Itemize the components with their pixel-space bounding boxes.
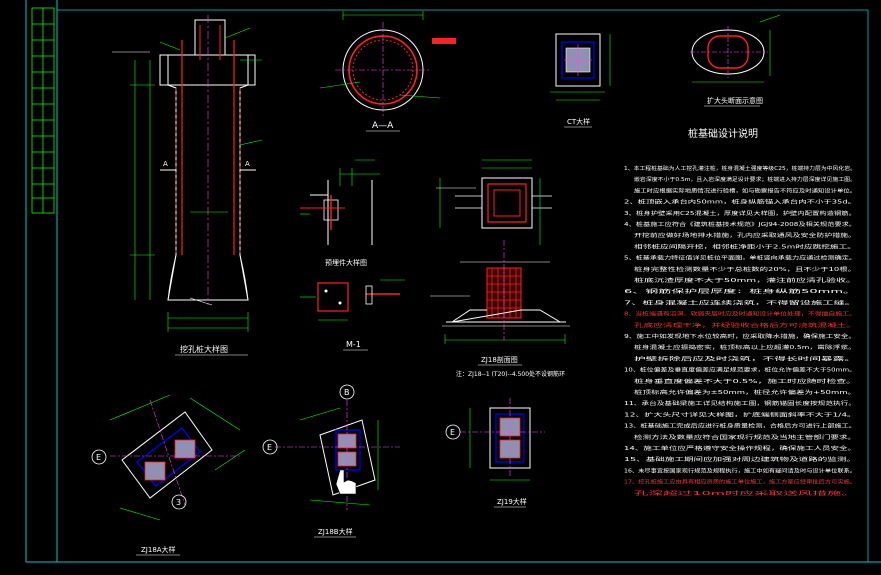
- zj18a-drawing: [91, 394, 246, 521]
- note-line: 孔深超过10m时应采取送风措施。: [634, 489, 856, 497]
- note-line: 相邻桩应间隔开挖，相邻桩净距小于2.5m时应跳挖施工。: [634, 242, 856, 250]
- anchor-detail-drawing: [300, 159, 380, 245]
- anchor-detail-title: 预埋件大样图: [325, 258, 367, 267]
- note-line: 桩身混凝土应振捣密实，桩顶标高以上应超灌0.5m，凿除浮浆。: [634, 343, 856, 351]
- note-line: 1、本工程桩基础为人工挖孔灌注桩，桩身混凝土强度等级C25，桩端持力层为中风化岩…: [624, 164, 856, 172]
- zj19-title: ZJ19大样: [497, 497, 527, 506]
- note-line: 9、施工中如发现地下水位较高时，应采取降水措施，确保施工安全。: [624, 332, 856, 340]
- title-block-table: [31, 7, 55, 214]
- axis-label-e1: E: [96, 453, 101, 462]
- pile-elevation-detail: [112, 15, 263, 332]
- ct-detail-drawing: [550, 33, 611, 101]
- note-line: 5、桩基承载力特征值详见桩位平面图，单桩竖向承载力应通过检测确定。: [624, 254, 856, 262]
- note-line: 桩底沉渣厚度不大于50mm，灌注前应清孔验收。: [634, 276, 856, 284]
- zj18-section-drawing: [430, 159, 570, 344]
- note-line: 7、桩身混凝土应连续浇筑，不得留设施工缝。: [624, 298, 856, 306]
- note-line: 桩顶标高允许偏差为±50mm，桩径允许偏差为+50mm。: [634, 388, 856, 396]
- note-line: 桩身完整性检测数量不少于总桩数的20%，且不少于10根。: [634, 265, 856, 273]
- note-line: 4、桩基施工应符合《建筑桩基技术规范》JGJ94-2008及相关规范要求。: [624, 220, 856, 228]
- note-line: 11、承台及基础梁施工详见结构施工图，钢筋锚固长度按规范执行。: [624, 399, 856, 407]
- axis-label-e2: E: [267, 443, 272, 452]
- section-marker-a-left: A: [163, 160, 168, 168]
- note-line: 10、桩位偏差及垂直度偏差应满足规范要求，桩位允许偏差不大于50mm。: [624, 366, 856, 374]
- zj19-drawing: [445, 398, 545, 481]
- pile-detail-title: 挖孔桩大样图: [180, 344, 228, 354]
- note-line: 17、挖孔桩施工应由具有相应资质的施工单位施工，施工方案应经审批后方可实施。: [624, 478, 856, 486]
- note-line: 6、钢筋保护层厚度：桩身纵筋50mm。: [624, 287, 856, 295]
- note-line: 2、桩顶嵌入承台内50mm，桩身纵筋锚入承台内不小于35d。: [624, 198, 856, 206]
- ct-detail-title: CT大样: [567, 117, 590, 126]
- note-line: 施工时应根据实际地质情况进行验槽，如与勘察报告不符应及时通知设计单位。: [634, 186, 856, 194]
- m1-detail-title: M-1: [346, 340, 361, 349]
- notes-heading: 桩基础设计说明: [688, 127, 758, 140]
- note-line: 15、基础施工期间应加强对周边建筑物及道路的监测。: [624, 455, 856, 463]
- axis-label-b: B: [344, 388, 350, 397]
- note-line: 12、扩大头尺寸详见大样图，扩底端侧面斜率不大于1/4。: [624, 410, 856, 418]
- zj18-section-note: 注：ZJ18--1 (T20)--4.500处不设钢筋环: [456, 370, 565, 378]
- section-aa-title: A—A: [372, 121, 394, 131]
- zj18a-title: ZJ18A大样: [141, 545, 176, 554]
- note-line: 检测方法及数量应符合国家现行规范及当地主管部门要求。: [634, 433, 856, 441]
- note-line: 护壁拆除后应及时浇筑，不得长时间暴露。: [634, 354, 856, 362]
- zj18-section-title: ZJ18剖面图: [481, 355, 518, 364]
- note-line: 14、施工单位应严格遵守安全操作规程，确保施工人员安全。: [624, 444, 856, 452]
- design-notes-list: 1、本工程桩基础为人工挖孔灌注桩，桩身混凝土强度等级C25，桩端持力层为中风化岩…: [624, 164, 856, 497]
- note-line: 13、桩基础施工完成后应进行桩身质量检测，合格后方可进行上部施工。: [624, 422, 856, 430]
- note-line: 开挖前应做好场地排水措施，孔内应采取通风及安全防护措施。: [634, 231, 856, 239]
- axis-label-e3: E: [450, 428, 455, 437]
- enlarged-head-title: 扩大头断面示意图: [707, 96, 763, 105]
- note-line: 嵌岩深度不小于0.5m，且入岩深度满足设计要求；桩端进入持力层深度详见施工图。: [634, 175, 856, 183]
- note-line: 8、当桩端遇有溶洞、软弱夹层时应及时通知设计单位处理，不得擅自施工。: [624, 310, 856, 318]
- note-line: 16、未尽事宜按国家现行规范及规程执行，施工中如有疑问请及时与设计单位联系。: [624, 466, 856, 474]
- note-line: 3、桩身护壁采用C25混凝土，厚度详见大样图，护壁内配置构造钢筋。: [624, 209, 856, 217]
- note-line: 孔底应清理干净，并经验收合格后方可浇筑混凝土。: [634, 321, 856, 329]
- section-aa-drawing: [319, 11, 456, 118]
- enlarged-head-drawing: [690, 14, 781, 83]
- zj18b-drawing: [262, 384, 400, 510]
- section-marker-a-right: A: [245, 160, 250, 168]
- zj18b-title: ZJ18B大样: [318, 527, 353, 536]
- m1-plate-drawing: [300, 279, 405, 321]
- note-line: 桩身垂直度偏差不大于0.5%，施工时应随时检查。: [634, 377, 856, 385]
- axis-label-three: 3: [176, 498, 181, 507]
